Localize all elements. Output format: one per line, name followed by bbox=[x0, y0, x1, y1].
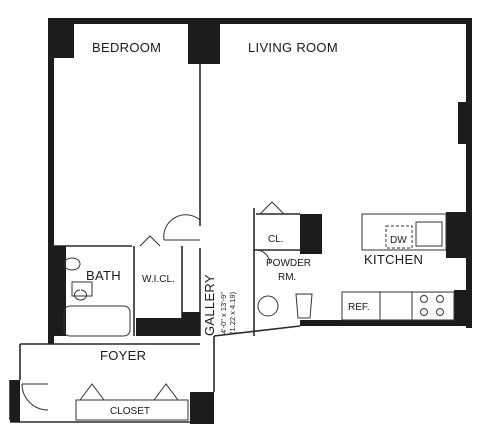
foyer-left-block bbox=[10, 380, 20, 422]
wic-dark-block-2 bbox=[182, 312, 200, 336]
foyer-label: FOYER bbox=[100, 348, 146, 363]
foyer-bottom-right bbox=[190, 392, 214, 424]
wic-door bbox=[139, 235, 161, 247]
bottom-right-wall bbox=[300, 320, 472, 326]
bedroom-label: BEDROOM bbox=[92, 40, 161, 55]
powder-toilet bbox=[295, 293, 313, 319]
gallery-dimension: 4'-0" x 13'-9" bbox=[219, 292, 228, 334]
column-top-middle bbox=[188, 18, 220, 64]
foyer-diagonal bbox=[213, 325, 301, 337]
bath-dark-block bbox=[54, 246, 66, 336]
entry-door bbox=[21, 383, 49, 411]
kitchen-label: KITCHEN bbox=[364, 252, 423, 267]
powder-label: POWDER bbox=[266, 258, 311, 269]
right-wall bbox=[466, 18, 472, 328]
stove bbox=[420, 295, 444, 316]
closet-doors bbox=[79, 383, 179, 401]
powder-door bbox=[255, 249, 271, 265]
powder-rm-label: RM. bbox=[278, 272, 296, 283]
wic-label: W.I.CL. bbox=[142, 274, 175, 285]
kitchen-counter-top bbox=[361, 213, 447, 251]
column-kitchen bbox=[446, 212, 472, 258]
column-right bbox=[458, 102, 472, 144]
refrigerator-label: REF. bbox=[348, 302, 370, 313]
dishwasher-label: DW bbox=[390, 235, 407, 246]
living-room-label: LIVING ROOM bbox=[248, 40, 338, 55]
bedroom-left-wall bbox=[48, 18, 54, 344]
closet-small-label: CL. bbox=[268, 234, 284, 245]
kitchen-sink bbox=[415, 221, 443, 247]
column-bottom-right bbox=[454, 290, 472, 326]
gallery-label: GALLERY bbox=[202, 274, 217, 336]
bath-label: BATH bbox=[86, 268, 121, 283]
bedroom-door bbox=[163, 214, 201, 241]
bath-toilet bbox=[71, 281, 93, 301]
bath-tub bbox=[63, 305, 131, 337]
powder-cl-door bbox=[259, 201, 285, 215]
dishwasher bbox=[385, 225, 413, 249]
bath-sink bbox=[63, 257, 81, 271]
foyer-closet bbox=[75, 399, 189, 421]
closet-label: CLOSET bbox=[110, 406, 150, 417]
top-wall bbox=[48, 18, 472, 24]
column-powder bbox=[300, 214, 322, 254]
kitchen-counter-bottom bbox=[341, 291, 455, 321]
wic-dark-block bbox=[136, 318, 182, 336]
powder-sink bbox=[257, 295, 279, 317]
gallery-dimension-metric: (1.22 x 4.19) bbox=[228, 291, 237, 334]
